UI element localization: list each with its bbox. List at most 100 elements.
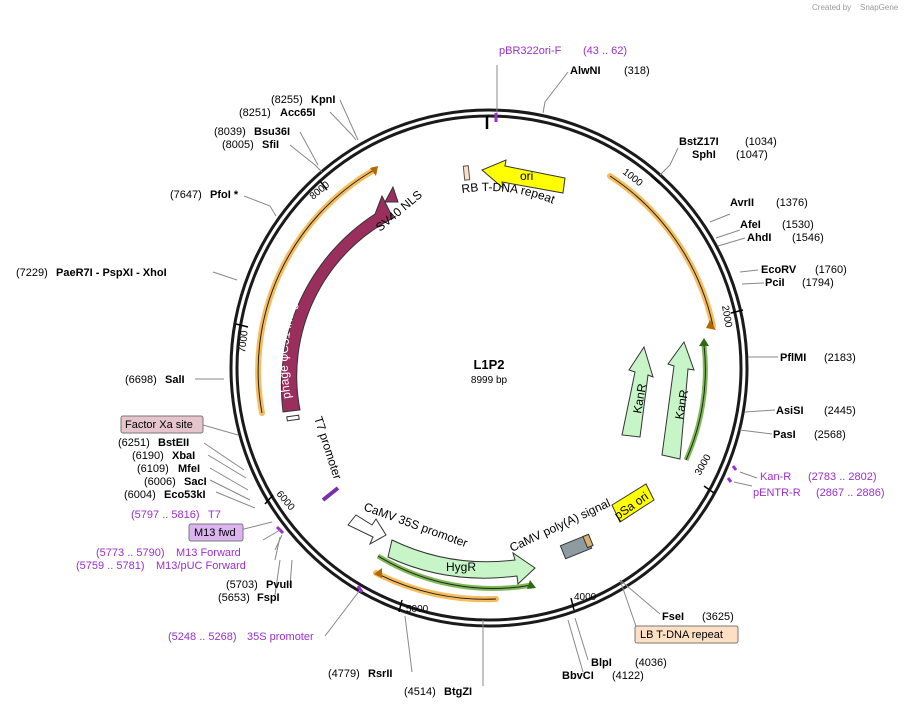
site-rsrii[interactable]: (4779)RsrII [328, 668, 392, 680]
site-pflmi[interactable]: PflMI(2183) [780, 352, 856, 364]
feature-35s-primer-mark [321, 486, 340, 502]
primer-35s[interactable]: (5248 .. 5268)35S promoter [168, 631, 314, 643]
feature-ori[interactable]: ori [481, 159, 566, 194]
backbone [229, 108, 749, 628]
svg-text:BbvCI: BbvCI [562, 670, 594, 682]
site-acc65i[interactable]: (8251)Acc65I [239, 107, 315, 119]
site-btgzi[interactable]: (4514)BtgZI [404, 686, 472, 698]
site-sphi[interactable]: SphI(1047) [692, 149, 768, 161]
svg-text:pBR322ori-F: pBR322ori-F [499, 45, 562, 57]
primer-m13-puc-forward[interactable]: (5759 .. 5781)M13/pUC Forward [76, 560, 246, 572]
site-pasi[interactable]: PasI(2568) [773, 429, 846, 441]
orf-arc-2-head [370, 166, 378, 176]
svg-text:(318): (318) [624, 65, 650, 77]
green-arcs [376, 338, 709, 591]
svg-text:(5248 .. 5268): (5248 .. 5268) [168, 631, 237, 643]
site-kpni[interactable]: (8255)KpnI [271, 94, 335, 106]
ori-label: ori [520, 169, 533, 183]
plasmid-length: 8999 bp [471, 375, 508, 386]
primer-kan-r[interactable]: Kan-R (2783 .. 2802) [760, 471, 877, 483]
svg-text:PciI: PciI [765, 277, 785, 289]
site-ecorv[interactable]: EcoRV (1760) [761, 264, 847, 276]
svg-text:(2783 .. 2802): (2783 .. 2802) [808, 471, 877, 483]
svg-text:BtgZI: BtgZI [444, 686, 472, 698]
feature-camv-35s[interactable]: CaMV 35S promoter [347, 500, 470, 551]
svg-text:(1794): (1794) [802, 277, 834, 289]
site-pfoi[interactable]: (7647)PfoI * [170, 189, 239, 201]
site-pcii[interactable]: PciI (1794) [765, 277, 834, 289]
site-xhoi-group[interactable]: (7229)PaeR7I - PspXI - XhoI [16, 267, 167, 279]
svg-text:(8255): (8255) [271, 94, 303, 106]
svg-text:(43 .. 62): (43 .. 62) [583, 45, 627, 57]
svg-text:(3625): (3625) [702, 611, 734, 623]
label-m13-fwd[interactable]: M13 fwd [188, 523, 244, 542]
site-sfii[interactable]: (8005)SfiI [222, 139, 279, 151]
site-asisi[interactable]: AsiSI (2445) [776, 405, 856, 417]
svg-text:(1530): (1530) [782, 219, 814, 231]
site-saci[interactable]: (6006)SacI [144, 476, 207, 488]
site-eco53ki[interactable]: (6004)Eco53kI [124, 489, 206, 501]
sites: AlwNI (318) BstZ17I(1034) SphI(1047) AvrI… [16, 65, 856, 698]
svg-text:(4122): (4122) [612, 670, 644, 682]
feature-kanr-2[interactable]: KanR [661, 340, 695, 460]
site-fspi[interactable]: (5653)FspI [218, 592, 280, 604]
svg-text:(1760): (1760) [815, 264, 847, 276]
site-bsu36i[interactable]: (8039)Bsu36I [214, 126, 290, 138]
site-bstz17i[interactable]: BstZ17I(1034) [679, 136, 777, 148]
feature-camv-polya[interactable]: CaMV poly(A) signal [507, 496, 612, 560]
site-blpi[interactable]: BlpI (4036) [591, 657, 667, 669]
svg-text:(4036): (4036) [635, 657, 667, 669]
svg-text:Kan-R: Kan-R [760, 471, 791, 483]
site-ahdi[interactable]: AhdI (1546) [747, 232, 824, 244]
svg-text:SphI: SphI [692, 149, 716, 161]
site-sali[interactable]: (6698)SalI [125, 374, 185, 386]
site-bsteii[interactable]: (6251)BstEII [118, 437, 189, 449]
svg-text:(6006): (6006) [144, 476, 176, 488]
feature-integrase[interactable]: phage φC31 integrase [277, 194, 394, 413]
svg-text:(5759 .. 5781): (5759 .. 5781) [76, 560, 145, 572]
svg-text:AhdI: AhdI [747, 232, 771, 244]
site-avrii[interactable]: AvrII(1376) [730, 197, 808, 209]
svg-text:AlwNI: AlwNI [570, 65, 601, 77]
site-pvuii[interactable]: (5703)PvuII [226, 579, 292, 591]
site-bbvci[interactable]: BbvCI (4122) [562, 670, 644, 682]
camv-polya-label: CaMV poly(A) signal [507, 496, 612, 555]
svg-text:(8005): (8005) [222, 139, 254, 151]
site-afei[interactable]: AfeI (1530) [740, 219, 814, 231]
primer-t7[interactable]: (5797 .. 5816)T7 [131, 509, 221, 521]
primer-pentr-r[interactable]: pENTR-R(2867 .. 2886) [753, 487, 885, 499]
feature-kanr-1[interactable]: KanR [621, 345, 654, 438]
svg-text:FspI: FspI [257, 592, 280, 604]
site-alwni[interactable]: AlwNI (318) [570, 65, 650, 77]
tick-2000: 2000 [719, 305, 734, 329]
site-xbai[interactable]: (6190)XbaI [132, 450, 195, 462]
backbone-outer [229, 108, 749, 628]
orf-arcs [255, 166, 716, 603]
svg-text:SalI: SalI [165, 374, 185, 386]
svg-text:AsiSI: AsiSI [776, 405, 804, 417]
site-mfei[interactable]: (6109)MfeI [137, 463, 200, 475]
orf-arc-1 [607, 173, 716, 329]
primer-m13-forward[interactable]: (5773 .. 5790)M13 Forward [96, 547, 241, 559]
svg-text:(2867 .. 2886): (2867 .. 2886) [816, 487, 885, 499]
credit-brand: SnapGene [860, 3, 899, 12]
svg-text:EcoRV: EcoRV [761, 264, 797, 276]
feature-psa-ori[interactable]: pSa ori [611, 483, 655, 523]
svg-text:(8251): (8251) [239, 107, 271, 119]
svg-text:(6109): (6109) [137, 463, 169, 475]
feature-hygr[interactable]: HygR [387, 539, 536, 586]
label-lb-repeat[interactable]: LB T-DNA repeat [634, 625, 739, 644]
svg-text:BlpI: BlpI [591, 657, 612, 669]
primer-pbr322ori-f[interactable]: pBR322ori-F (43 .. 62) [499, 45, 627, 57]
orf-arc-1-line [609, 175, 714, 327]
site-fsei[interactable]: FseI(3625) [662, 611, 734, 623]
plasmid-name: L1P2 [473, 357, 504, 372]
feature-t7-promoter[interactable]: T7 promoter [286, 415, 345, 481]
tick-6000: 6000 [274, 489, 297, 513]
svg-text:PaeR7I - PspXI - XhoI: PaeR7I - PspXI - XhoI [56, 267, 167, 279]
kanr-2-label: KanR [672, 388, 691, 420]
svg-text:(1546): (1546) [792, 232, 824, 244]
svg-text:AfeI: AfeI [740, 219, 761, 231]
label-factor-xa[interactable]: Factor Xa site [120, 415, 204, 434]
svg-text:(2445): (2445) [824, 405, 856, 417]
